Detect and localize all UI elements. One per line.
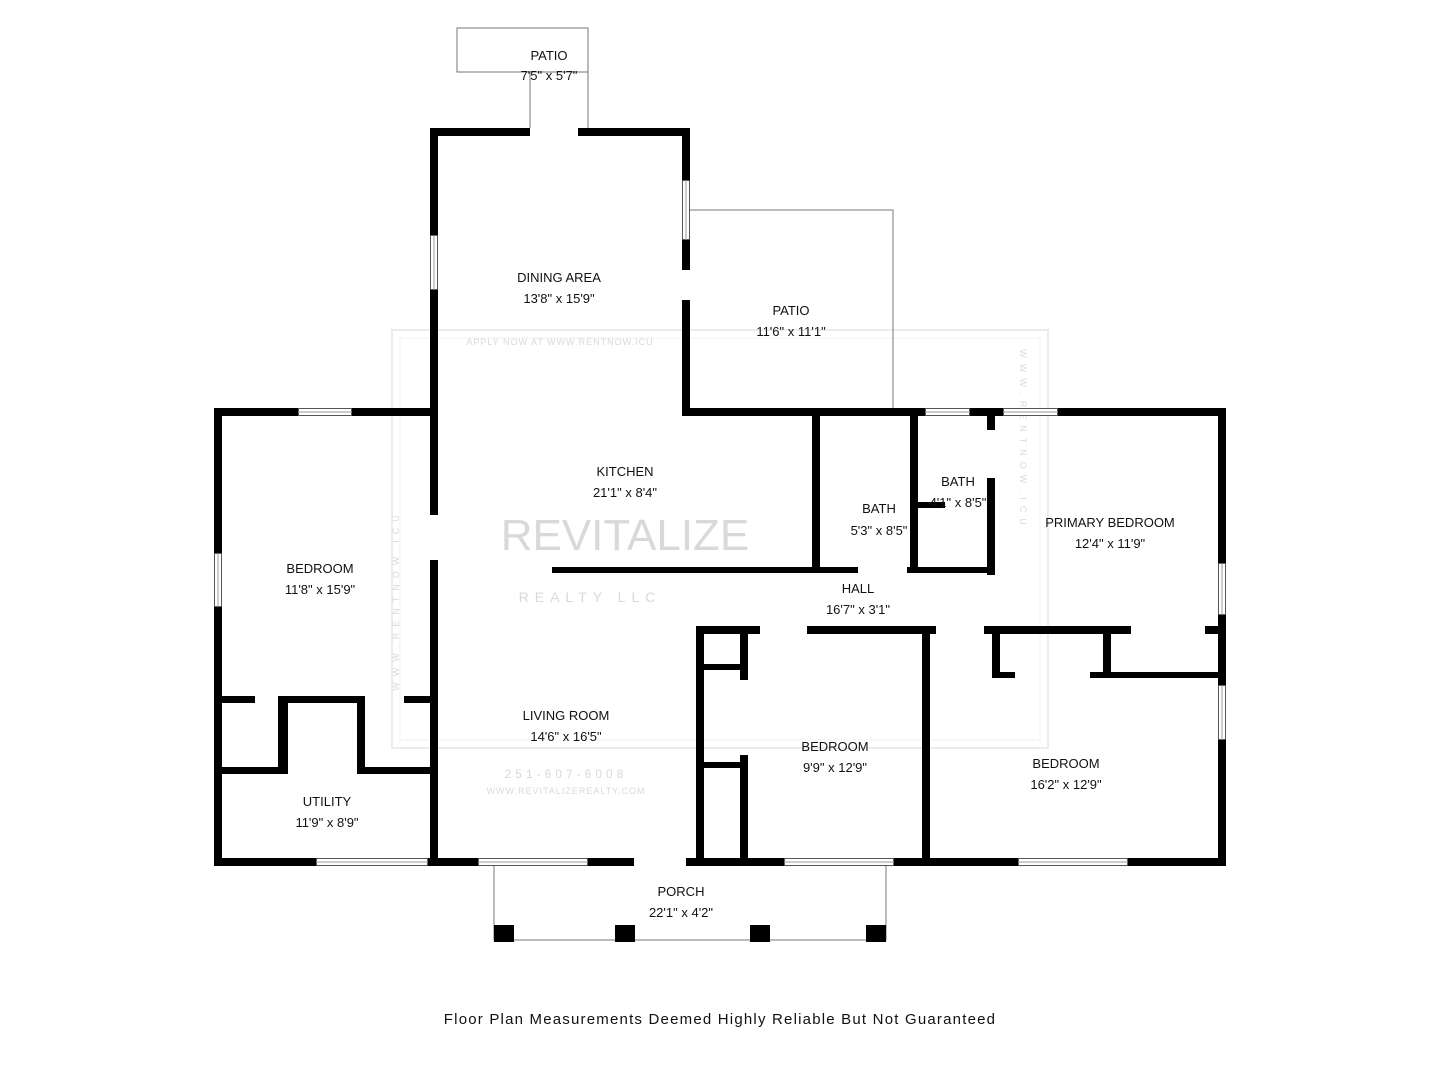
watermark-side-right: WWW.RENTNOW.ICU — [1018, 349, 1028, 531]
watermark-brand: REVITALIZE — [501, 511, 750, 560]
wall-segment — [404, 696, 432, 703]
wall-segment — [750, 925, 770, 942]
room-size: 14'6" x 16'5" — [530, 729, 602, 744]
wall-segment — [357, 696, 365, 774]
room-size: 11'6" x 11'1" — [756, 324, 826, 339]
room-name: PRIMARY BEDROOM — [1045, 515, 1175, 530]
room-size: 11'8" x 15'9" — [285, 582, 356, 597]
room-name: HALL — [842, 581, 875, 596]
wall-segment — [970, 408, 1003, 416]
watermark-website: WWW.REVITALIZEREALTY.COM — [486, 786, 645, 796]
watermark-top: APPLY NOW AT WWW.RENTNOW.ICU — [466, 337, 653, 347]
room-name: PATIO — [530, 48, 567, 63]
wall-segment — [428, 858, 478, 866]
wall-segment — [1058, 408, 1226, 416]
wall-segment — [696, 664, 746, 670]
wall-segment — [907, 567, 992, 573]
wall-segment — [214, 858, 316, 866]
windows — [214, 180, 1226, 866]
wall-segment — [682, 300, 690, 416]
wall-segment — [278, 696, 288, 774]
walls — [214, 128, 1226, 942]
room-size: 16'2" x 12'9" — [1030, 777, 1102, 792]
wall-segment — [1090, 672, 1218, 678]
room-name: PATIO — [772, 303, 809, 318]
wall-segment — [1205, 626, 1226, 634]
wall-segment — [352, 408, 438, 416]
room-name: BEDROOM — [1032, 756, 1099, 771]
wall-segment — [682, 128, 690, 180]
wall-segment — [1218, 740, 1226, 866]
wall-segment — [918, 502, 945, 508]
wall-segment — [992, 672, 1015, 678]
wall-segment — [987, 478, 995, 575]
room-size: 22'1" x 4'2" — [649, 905, 713, 920]
wall-segment — [494, 925, 514, 942]
room-name: BEDROOM — [801, 739, 868, 754]
wall-segment — [430, 560, 438, 866]
wall-segment — [588, 858, 634, 866]
wall-segment — [615, 925, 635, 942]
room-size: 21'1" x 8'4" — [593, 485, 657, 500]
wall-segment — [278, 696, 362, 703]
watermark-phone: 251-607-6008 — [505, 767, 628, 781]
room-size: 13'8" x 15'9" — [523, 291, 595, 306]
wall-segment — [214, 408, 298, 416]
room-name: BATH — [941, 474, 975, 489]
wall-segment — [807, 626, 936, 634]
watermark-brand-sub: REALTY LLC — [519, 589, 662, 605]
room-name: DINING AREA — [517, 270, 601, 285]
wall-segment — [987, 416, 995, 430]
wall-segment — [578, 128, 690, 136]
wall-segment — [740, 626, 748, 680]
room-name: BATH — [862, 501, 896, 516]
wall-segment — [1128, 858, 1226, 866]
wall-segment — [894, 858, 1018, 866]
room-labels: PATIO 7'5" x 5'7" DINING AREA 13'8" x 15… — [285, 48, 1175, 920]
wall-segment — [740, 755, 748, 858]
room-size: 16'7" x 3'1" — [826, 602, 890, 617]
wall-segment — [696, 626, 760, 634]
wall-segment — [222, 767, 288, 774]
room-size: 12'4" x 11'9" — [1075, 536, 1146, 551]
wall-segment — [696, 626, 704, 858]
room-name: KITCHEN — [596, 464, 653, 479]
wall-segment — [214, 408, 222, 553]
footer-disclaimer: Floor Plan Measurements Deemed Highly Re… — [443, 1011, 997, 1028]
wall-segment — [696, 762, 746, 768]
watermark-side-left: WWW.RENTNOW.ICU — [391, 509, 401, 691]
wall-segment — [552, 567, 858, 573]
room-name: UTILITY — [303, 794, 352, 809]
wall-segment — [682, 408, 925, 416]
wall-segment — [922, 630, 930, 858]
wall-segment — [910, 416, 918, 573]
wall-segment — [214, 607, 222, 866]
room-size: 5'3" x 8'5" — [851, 523, 908, 538]
outdoor-outlines — [456, 27, 894, 941]
room-size: 7'5" x 5'7" — [521, 68, 578, 83]
wall-segment — [686, 858, 784, 866]
wall-segment — [222, 696, 255, 703]
wall-segment — [1218, 408, 1226, 563]
wall-segment — [866, 925, 886, 942]
room-size: 11'9" x 8'9" — [295, 815, 358, 830]
wall-segment — [1103, 626, 1111, 678]
room-name: PORCH — [658, 884, 705, 899]
room-name: LIVING ROOM — [523, 708, 610, 723]
wall-segment — [812, 416, 820, 573]
wall-segment — [357, 767, 432, 774]
watermarks: APPLY NOW AT WWW.RENTNOW.ICU WWW.RENTNOW… — [391, 329, 1049, 796]
wall-segment — [430, 290, 438, 515]
room-name: BEDROOM — [286, 561, 353, 576]
wall-segment — [682, 240, 690, 270]
room-size: 9'9" x 12'9" — [803, 760, 867, 775]
wall-segment — [430, 128, 438, 235]
wall-segment — [430, 128, 530, 136]
room-size: 4'1" x 8'5" — [930, 495, 987, 510]
wall-segment — [984, 626, 1131, 634]
wall-segment — [992, 626, 1000, 678]
wall-segment — [1218, 615, 1226, 685]
